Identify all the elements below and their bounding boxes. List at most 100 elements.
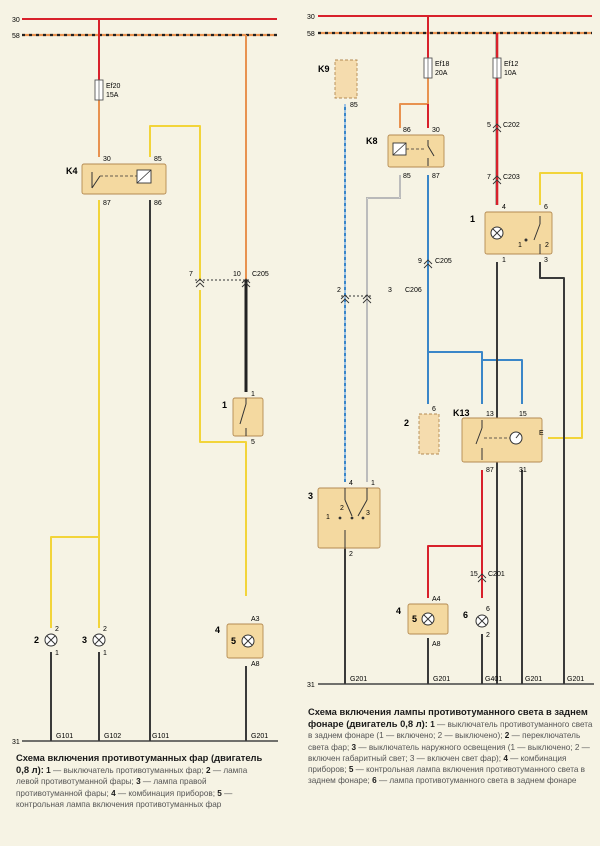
- connector-c201: [477, 573, 487, 583]
- rear-fog-switch-1: [484, 211, 553, 255]
- caption-left-title: Схема включения противотуманных фар (дви…: [16, 752, 263, 776]
- ground-g201-r4: G201: [567, 676, 584, 683]
- caption-right-item: 3 — выключатель наружного освещения (1 —…: [308, 742, 590, 763]
- rs1-pin-1: 1: [502, 257, 506, 264]
- rs1-pin-6: 6: [544, 204, 548, 211]
- connector-c202: [492, 123, 502, 133]
- caption-left-item: 3 — лампа правой противотуманной фары;: [16, 777, 207, 798]
- rail-label-30-right: 30: [307, 14, 315, 21]
- ground-g201-left: G201: [251, 733, 268, 740]
- c201-label: C201: [488, 571, 505, 578]
- c205-label-left: C205: [252, 271, 269, 278]
- c206-pin-3: 3: [388, 287, 392, 294]
- rear-lamp-label: 6: [463, 610, 468, 620]
- switch1-pin-5: 5: [251, 439, 255, 446]
- headlight-switch-label: 2: [404, 418, 409, 428]
- caption-right: Схема включения лампы противотуманного с…: [308, 706, 594, 786]
- lamp3-pin-1: 1: [103, 650, 107, 657]
- cluster-label-4-right: 4: [396, 606, 401, 616]
- c205-pin-7-left: 7: [189, 271, 193, 278]
- ground-label-right: 31: [307, 682, 315, 689]
- indicator-label-5-right: 5: [412, 614, 417, 624]
- rs1-pos-1: 1: [518, 242, 522, 249]
- sw3-pin-1: 1: [371, 480, 375, 487]
- c202-pin-5: 5: [487, 122, 491, 129]
- fuse-ef18-rating: 20A: [435, 70, 448, 77]
- k13-pin-87: 87: [486, 467, 494, 474]
- sw3-pos-3: 3: [366, 510, 370, 517]
- c205-pin-10-left: 10: [233, 271, 241, 278]
- fuse-ef12-label: Ef12: [504, 61, 519, 68]
- connector-c206: [340, 294, 372, 304]
- rs1-pos-2: 2: [545, 242, 549, 249]
- lamp3-label: 3: [82, 635, 87, 645]
- rear-fog-switch-label: 1: [470, 214, 475, 224]
- relay-k9: [334, 59, 358, 99]
- rs1-pin-3: 3: [544, 257, 548, 264]
- cluster-pin-a3: A3: [251, 616, 260, 623]
- lamp2-label: 2: [34, 635, 39, 645]
- lamp2-pin-1: 1: [55, 650, 59, 657]
- c202-label: C202: [503, 122, 520, 129]
- switch1-pin-1: 1: [251, 391, 255, 398]
- ground-g101-a: G101: [56, 733, 73, 740]
- k8-pin-30: 30: [432, 127, 440, 134]
- ground-g201-r2: G201: [433, 676, 450, 683]
- relay-k13-label: K13: [453, 408, 470, 418]
- cluster-pin-a4: A4: [432, 596, 441, 603]
- cluster-pin-a8-left: A8: [251, 661, 260, 668]
- caption-right-item: 1 — выключатель противотуманного света в…: [308, 720, 593, 741]
- c205-pin-9-right: 9: [418, 258, 422, 265]
- k8-pin-85: 85: [403, 173, 411, 180]
- fuse-ef12-rating: 10A: [504, 70, 517, 77]
- indicator-label-5-left: 5: [231, 636, 236, 646]
- k4-pin-30: 30: [103, 156, 111, 163]
- left-fog-lamp-2: [44, 633, 58, 647]
- exterior-switch-label: 3: [308, 491, 313, 501]
- lamp6-pin-2: 2: [486, 632, 490, 639]
- k13-pin-15: 15: [519, 411, 527, 418]
- sw3-pos-1: 1: [326, 514, 330, 521]
- ground-g102: G102: [104, 733, 121, 740]
- c203-label: C203: [503, 174, 520, 181]
- k8-pin-86: 86: [403, 127, 411, 134]
- fuse-ef20: [94, 79, 104, 101]
- k13-pin-e: E: [539, 430, 544, 437]
- instrument-cluster-4-left: [226, 623, 264, 659]
- connector-c203: [492, 175, 502, 185]
- caption-right-item: 4 — комбинация приборов;: [308, 753, 567, 775]
- lamp6-pin-6: 6: [486, 606, 490, 613]
- right-fog-lamp-3: [92, 633, 106, 647]
- relay-k4-label: K4: [66, 166, 78, 176]
- c201-pin-15: 15: [470, 571, 478, 578]
- sw2-pin-6: 6: [432, 406, 436, 413]
- sw3-pin-2: 2: [349, 551, 353, 558]
- fuse-ef18-label: Ef18: [435, 61, 450, 68]
- ground-g101-b: G101: [152, 733, 169, 740]
- caption-left-item: 2 — лампа левой противотуманной фары;: [16, 766, 248, 787]
- fuse-ef20-rating: 15A: [106, 92, 119, 99]
- relay-k8: [387, 134, 445, 168]
- sw3-pin-4: 4: [349, 480, 353, 487]
- k13-pin-13: 13: [486, 411, 494, 418]
- fog-switch-label: 1: [222, 400, 227, 410]
- exterior-light-switch-3: [317, 487, 381, 549]
- caption-right-item: 5 — контрольная лампа включения противот…: [308, 765, 586, 786]
- headlight-switch-2: [418, 413, 440, 455]
- fog-light-switch-1: [232, 397, 264, 437]
- k4-pin-85: 85: [154, 156, 162, 163]
- fuse-ef12: [492, 57, 502, 79]
- caption-left-item: 1 — выключатель противотуманных фар;: [46, 766, 204, 776]
- cluster-label-4-left: 4: [215, 625, 220, 635]
- rear-fog-lamp-6: [475, 614, 489, 628]
- rail-label-58-left: 58: [12, 33, 20, 40]
- relay-k8-label: K8: [366, 136, 378, 146]
- c206-pin-2: 2: [337, 287, 341, 294]
- k13-pin-31: 31: [519, 467, 527, 474]
- rail-label-30-left: 30: [12, 17, 20, 24]
- k4-pin-87: 87: [103, 200, 111, 207]
- relay-k9-label: K9: [318, 64, 330, 74]
- c205-label-right: C205: [435, 258, 452, 265]
- fuse-ef18: [423, 57, 433, 79]
